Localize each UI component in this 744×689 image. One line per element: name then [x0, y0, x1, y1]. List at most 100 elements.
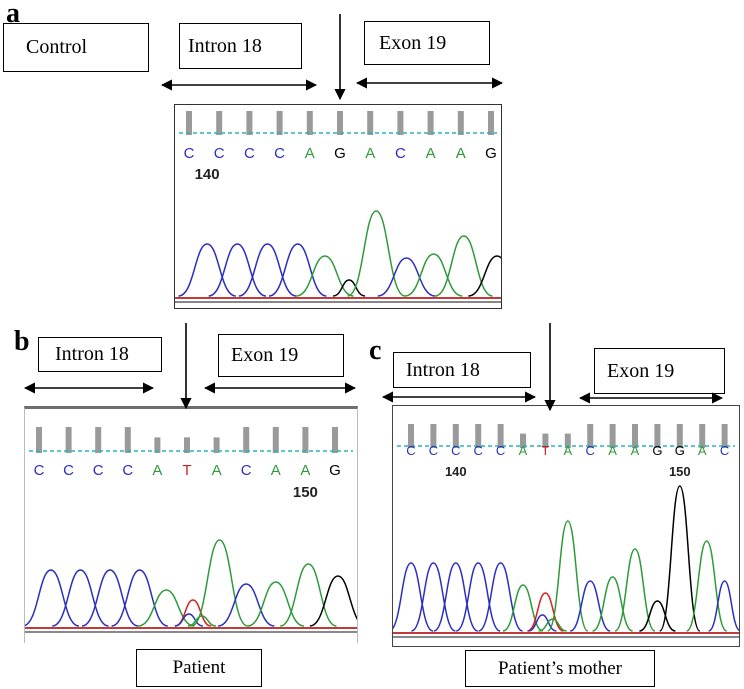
trace-peak: [217, 583, 275, 627]
trace-peak: [174, 613, 204, 627]
base-call-letter: T: [182, 462, 191, 479]
trace-peak: [187, 615, 216, 627]
base-call-letter: A: [519, 443, 528, 458]
trace-peak: [433, 562, 479, 632]
quality-bar: [632, 424, 638, 448]
quality-bar: [216, 111, 223, 135]
base-call-letter: G: [652, 443, 662, 458]
quality-bar: [184, 437, 190, 453]
quality-bar: [587, 424, 594, 448]
base-call-letter: C: [214, 145, 225, 162]
trace-peak: [592, 576, 633, 632]
quality-bar: [609, 424, 616, 448]
base-call-letter: C: [244, 145, 255, 162]
intron-18-label-c: Intron 18: [393, 352, 531, 388]
quality-bar: [154, 437, 161, 453]
base-call-letter: A: [212, 462, 222, 479]
position-label: 140: [445, 464, 467, 479]
panel-a-letter: a: [6, 0, 20, 29]
base-call-letter: C: [63, 462, 74, 479]
base-call-letter: C: [720, 443, 729, 458]
trace-peak: [309, 575, 357, 627]
base-call-letter: C: [474, 443, 483, 458]
base-call-letter: A: [698, 443, 707, 458]
base-call-letter: C: [496, 443, 505, 458]
base-call-letter: C: [122, 462, 133, 479]
quality-bar: [65, 427, 72, 453]
quality-bar: [276, 111, 283, 135]
position-label: 150: [293, 484, 318, 501]
quality-bar: [272, 427, 279, 453]
base-call-letter: A: [300, 462, 310, 479]
exon-19-label-c: Exon 19: [594, 348, 725, 394]
quality-bar: [564, 433, 571, 448]
base-call-letter: C: [93, 462, 104, 479]
quality-bar: [243, 427, 250, 453]
panel-b-letter: b: [14, 326, 30, 357]
trace-peak: [332, 279, 366, 297]
trace-peak: [111, 569, 168, 627]
trace-peak: [208, 243, 267, 297]
quality-bar: [699, 424, 706, 448]
quality-bar: [332, 427, 338, 453]
trace-peak: [708, 580, 739, 632]
trace-peak: [659, 485, 701, 632]
trace-peak: [25, 569, 80, 627]
trace-peak: [268, 243, 327, 297]
trace-peak: [455, 562, 501, 632]
trace-peak: [685, 540, 728, 632]
patients-mother-label: Patient’s mother: [465, 650, 655, 687]
intron-18-label-b: Intron 18: [38, 337, 162, 372]
quality-bar: [186, 111, 192, 135]
panel-c-letter: c: [369, 335, 382, 366]
patient-label: Patient: [136, 649, 262, 687]
control-label: Control: [3, 23, 149, 72]
base-call-letter: C: [586, 443, 595, 458]
quality-bar: [497, 424, 504, 448]
base-call-letter: A: [152, 462, 162, 479]
position-label: 150: [669, 464, 691, 479]
base-call-letter: G: [675, 443, 685, 458]
base-call-letter: C: [451, 443, 460, 458]
trace-peak: [527, 592, 564, 632]
exon-19-label-a: Exon 19: [364, 21, 490, 65]
position-label: 140: [195, 166, 220, 183]
base-call-letter: A: [456, 145, 466, 162]
trace-peak: [478, 562, 523, 632]
quality-bar: [676, 424, 683, 448]
base-call-letter: C: [34, 462, 45, 479]
base-call-letter: A: [305, 145, 315, 162]
quality-bar: [457, 111, 464, 135]
quality-bar: [488, 111, 494, 135]
quality-bar: [520, 433, 526, 448]
trace-peak: [238, 243, 297, 297]
trace-peak: [81, 569, 139, 627]
base-call-letter: C: [406, 443, 415, 458]
trace-peak: [191, 539, 248, 627]
trace-peak: [404, 253, 463, 297]
base-call-letter: A: [563, 443, 572, 458]
quality-bar: [430, 424, 437, 448]
trace-peak: [178, 243, 237, 297]
base-call-letter: A: [631, 443, 640, 458]
quality-bar: [302, 427, 309, 453]
base-call-letter: A: [426, 145, 436, 162]
intron-18-label-a: Intron 18: [179, 23, 302, 69]
trace-peak: [411, 562, 456, 632]
trace-peak: [52, 569, 109, 627]
base-call-letter: G: [334, 145, 346, 162]
trace-peak: [279, 563, 337, 627]
trace-peak: [247, 581, 305, 627]
exon-19-label-b: Exon 19: [218, 334, 344, 377]
base-call-letter: C: [395, 145, 406, 162]
quality-bar: [36, 427, 42, 453]
base-call-letter: C: [274, 145, 285, 162]
base-call-letter: C: [241, 462, 252, 479]
trace-peak: [639, 600, 676, 632]
